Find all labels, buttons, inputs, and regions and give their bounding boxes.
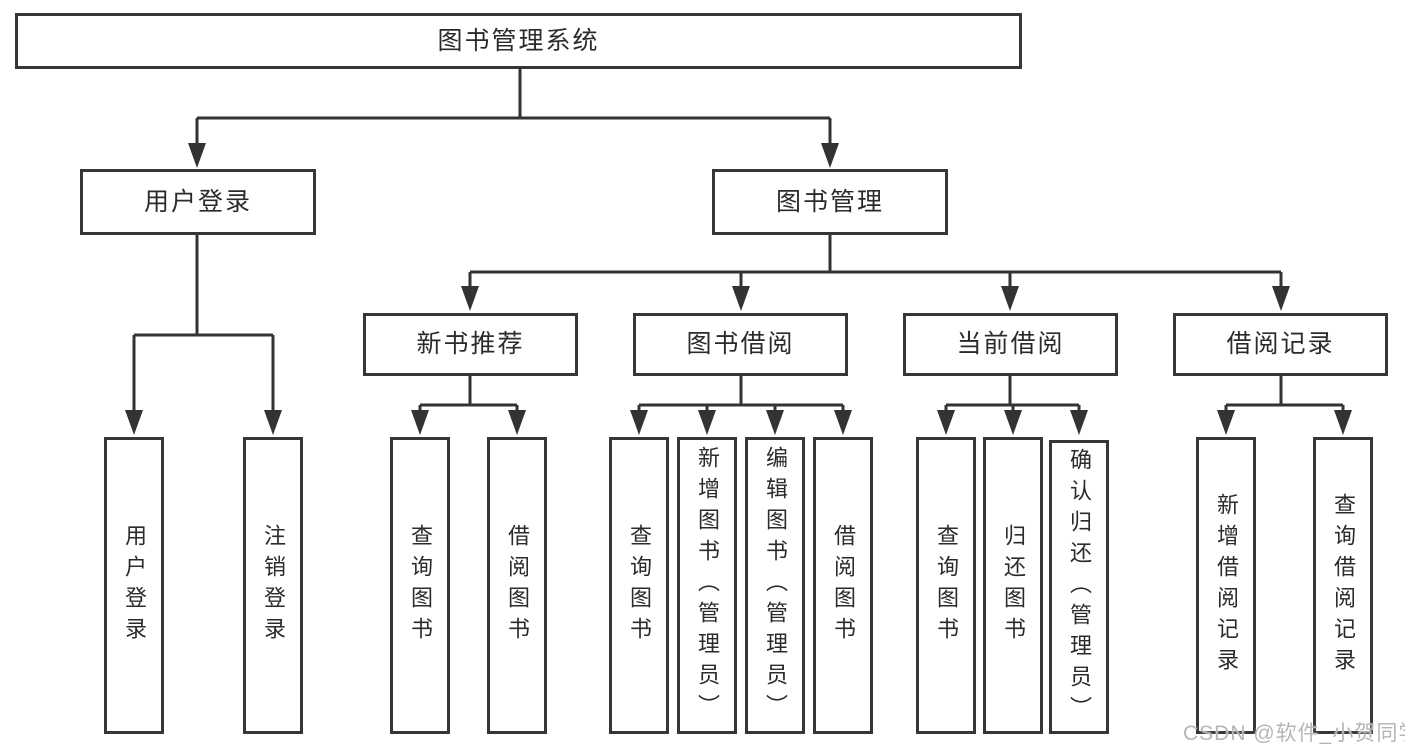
- arrow-down-icon: [411, 410, 429, 435]
- leaf-cb-confirm-return-label: 确认归还（管理员）: [1067, 447, 1092, 727]
- connector-records-to-leaves: [1224, 375, 1345, 413]
- connector-userlogin-to-leaves: [132, 235, 275, 413]
- arrow-down-icon: [937, 410, 955, 435]
- node-new-book-recommend: 新书推荐: [363, 313, 578, 376]
- node-new-book-recommend-label: 新书推荐: [416, 330, 525, 358]
- leaf-bb-borrow-books: 借阅图书: [813, 437, 873, 734]
- connector-current-to-leaves: [944, 375, 1081, 413]
- leaf-br-add-record-label: 新增借阅记录: [1214, 492, 1239, 679]
- leaf-bb-edit-books: 编辑图书（管理员）: [745, 437, 805, 734]
- leaf-bb-add-books: 新增图书（管理员）: [677, 437, 737, 734]
- leaf-logout-login-label: 注销登录: [261, 523, 286, 648]
- arrow-down-icon: [1272, 286, 1290, 311]
- connector-root-to-level2: [195, 68, 832, 146]
- arrow-down-icon: [1217, 410, 1235, 435]
- leaf-cb-query-books-label: 查询图书: [934, 523, 959, 648]
- arrow-down-icon: [1070, 410, 1088, 435]
- leaf-user-login: 用户登录: [104, 437, 164, 734]
- leaf-bb-borrow-books-label: 借阅图书: [831, 523, 856, 648]
- node-user-login-label: 用户登录: [143, 187, 252, 216]
- arrow-down-icon: [1004, 410, 1022, 435]
- arrow-down-icon: [125, 410, 143, 435]
- leaf-cb-query-books: 查询图书: [916, 437, 976, 734]
- leaf-nbr-query-books-label: 查询图书: [408, 523, 433, 648]
- node-borrowing-records: 借阅记录: [1173, 313, 1388, 376]
- leaf-user-login-label: 用户登录: [122, 523, 147, 648]
- leaf-br-add-record: 新增借阅记录: [1196, 437, 1256, 734]
- arrowheads: [125, 143, 1352, 435]
- leaf-bb-query-books-label: 查询图书: [627, 523, 652, 648]
- leaf-bb-edit-books-label: 编辑图书（管理员）: [763, 446, 788, 725]
- arrow-down-icon: [508, 410, 526, 435]
- leaf-bb-add-books-label: 新增图书（管理员）: [695, 446, 720, 725]
- node-current-borrowing-label: 当前借阅: [956, 330, 1065, 358]
- leaf-nbr-borrow-books: 借阅图书: [487, 437, 547, 734]
- arrow-down-icon: [461, 286, 479, 311]
- node-borrowing-records-label: 借阅记录: [1226, 330, 1335, 358]
- leaf-nbr-query-books: 查询图书: [390, 437, 450, 734]
- arrow-down-icon: [821, 143, 839, 168]
- connector-borrowing-to-leaves: [637, 375, 845, 413]
- leaf-cb-return-books: 归还图书: [983, 437, 1043, 734]
- leaf-cb-return-books-label: 归还图书: [1001, 523, 1026, 648]
- arrow-down-icon: [1334, 410, 1352, 435]
- arrow-down-icon: [630, 410, 648, 435]
- connector-newbook-to-leaves: [418, 375, 519, 413]
- node-book-management: 图书管理: [712, 169, 948, 235]
- leaf-bb-query-books: 查询图书: [609, 437, 669, 734]
- arrow-down-icon: [834, 410, 852, 435]
- leaf-br-query-record: 查询借阅记录: [1313, 437, 1373, 734]
- node-current-borrowing: 当前借阅: [903, 313, 1118, 376]
- node-root: 图书管理系统: [15, 13, 1022, 69]
- csdn-watermark: CSDN @软件_小贺同学: [1183, 722, 1405, 745]
- arrow-down-icon: [264, 410, 282, 435]
- connector-bookmgmt-to-level3: [468, 235, 1283, 289]
- node-root-label: 图书管理系统: [437, 26, 600, 55]
- node-book-management-label: 图书管理: [775, 187, 884, 216]
- leaf-logout-login: 注销登录: [243, 437, 303, 734]
- leaf-cb-confirm-return: 确认归还（管理员）: [1049, 440, 1109, 734]
- arrow-down-icon: [188, 143, 206, 168]
- arrow-down-icon: [732, 286, 750, 311]
- leaf-br-query-record-label: 查询借阅记录: [1331, 492, 1356, 679]
- node-user-login: 用户登录: [80, 169, 316, 235]
- node-book-borrowing: 图书借阅: [633, 313, 848, 376]
- arrow-down-icon: [1001, 286, 1019, 311]
- arrow-down-icon: [698, 410, 716, 435]
- node-book-borrowing-label: 图书借阅: [686, 330, 795, 358]
- arrow-down-icon: [766, 410, 784, 435]
- leaf-nbr-borrow-books-label: 借阅图书: [505, 523, 530, 648]
